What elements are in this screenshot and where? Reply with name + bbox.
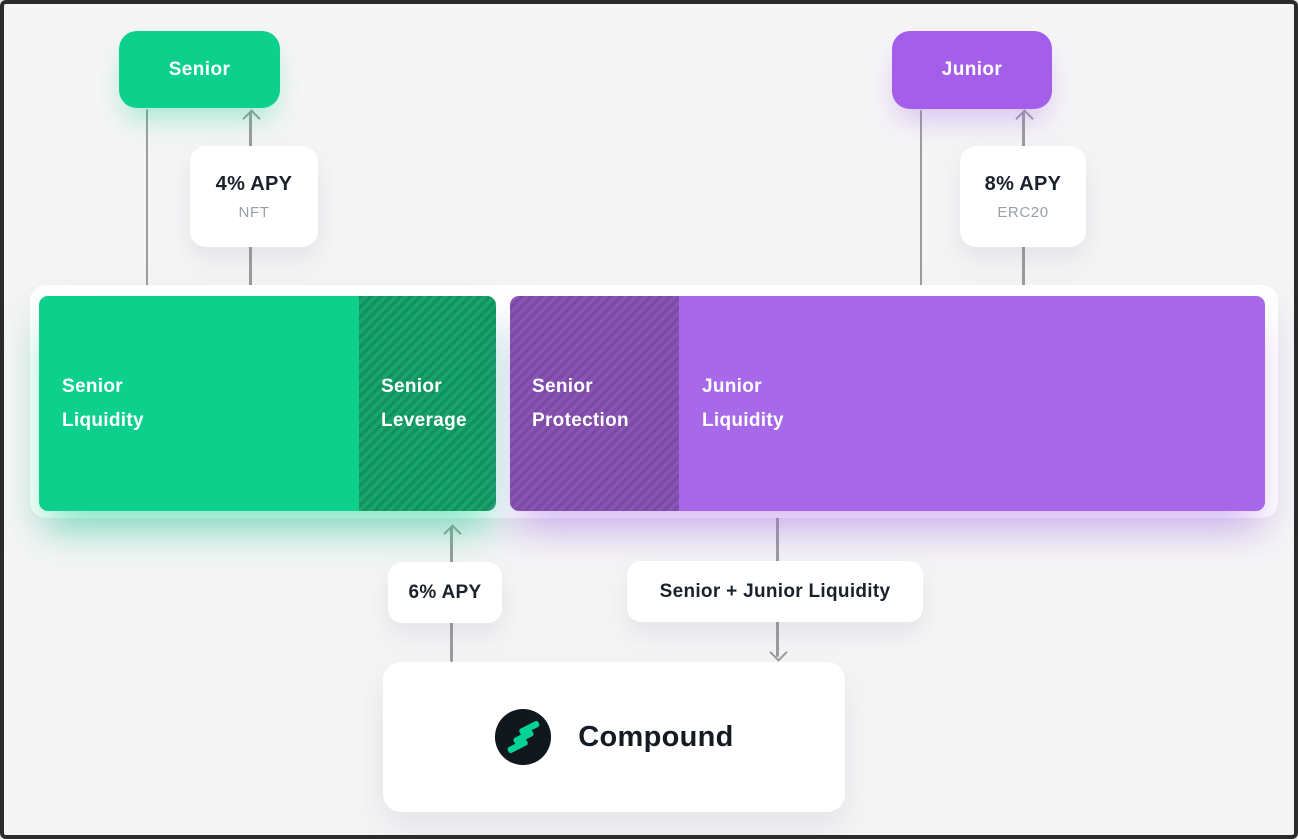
compound-logo-icon <box>494 708 552 766</box>
senior-protection-label-line1: Senior <box>532 375 593 397</box>
senior-leverage-section: Senior Leverage <box>359 296 496 511</box>
senior-liquidity-label-line1: Senior <box>62 375 123 397</box>
junior-token-standard: ERC20 <box>997 203 1049 221</box>
senior-apy-value: 4% APY <box>215 172 293 195</box>
compound-protocol-card: Compound <box>383 662 845 812</box>
junior-token-label: Junior <box>941 59 1003 80</box>
arrow-junior-deposit-line <box>919 110 922 294</box>
senior-protection-section: Senior Protection <box>510 296 679 511</box>
junior-token-box: Junior <box>892 31 1052 109</box>
junior-tranche-bar: Senior Protection Junior Liquidity <box>510 296 1265 511</box>
senior-protection-label-line2: Protection <box>532 409 629 431</box>
compound-yield-card: 6% APY <box>388 562 502 623</box>
senior-yield-card: 4% APY NFT <box>190 146 318 247</box>
arrow-senior-deposit-line <box>145 109 148 294</box>
senior-liquidity-label-line2: Liquidity <box>62 409 144 431</box>
arrow-compound-yield-head-icon <box>442 524 462 543</box>
junior-apy-value: 8% APY <box>984 172 1062 195</box>
senior-leverage-label-line1: Senior <box>381 375 442 397</box>
compound-apy-value: 6% APY <box>408 581 482 603</box>
liquidity-flow-label: Senior + Junior Liquidity <box>659 580 891 602</box>
junior-liquidity-label-line1: Junior <box>702 375 762 397</box>
senior-liquidity-section: Senior Liquidity <box>39 296 359 511</box>
compound-protocol-name: Compound <box>578 720 734 753</box>
liquidity-pool-container: Senior Liquidity Senior Leverage Senior … <box>30 285 1278 518</box>
arrow-junior-yield-head-icon <box>1014 109 1034 128</box>
senior-leverage-label-line2: Leverage <box>381 409 467 431</box>
junior-liquidity-label-line2: Liquidity <box>702 409 784 431</box>
senior-tranche-bar: Senior Liquidity Senior Leverage <box>39 296 496 511</box>
arrow-liquidity-to-compound-head-icon <box>768 643 788 662</box>
senior-token-label: Senior <box>168 58 231 80</box>
junior-liquidity-section: Junior Liquidity <box>679 296 1265 511</box>
senior-token-standard: NFT <box>238 203 270 221</box>
arrow-senior-yield-head-icon <box>241 109 261 128</box>
senior-token-box: Senior <box>119 31 280 108</box>
liquidity-flow-card: Senior + Junior Liquidity <box>627 561 923 622</box>
junior-yield-card: 8% APY ERC20 <box>960 146 1086 247</box>
